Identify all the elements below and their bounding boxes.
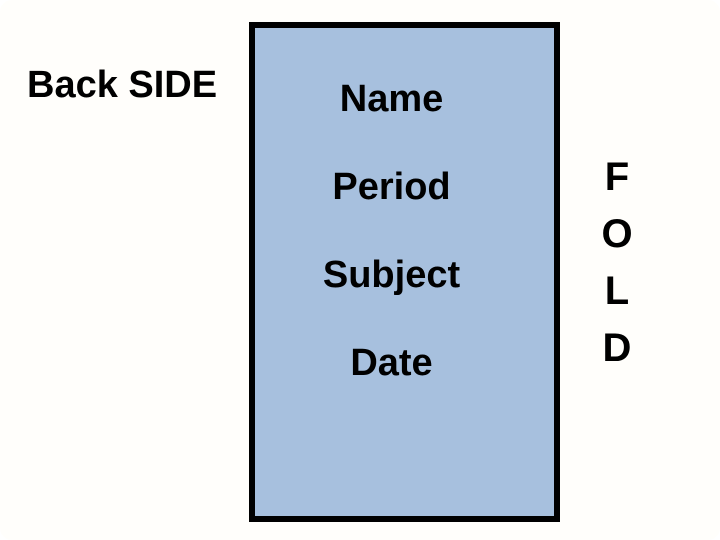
fold-letter-o: O bbox=[601, 212, 633, 256]
card-label-name: Name bbox=[339, 78, 444, 120]
fold-letter-f: F bbox=[604, 155, 630, 199]
card-label-period: Period bbox=[332, 166, 451, 208]
foldable-card: Name Period Subject Date bbox=[249, 22, 560, 522]
fold-letter-l: L bbox=[604, 269, 630, 313]
fold-letter-d: D bbox=[602, 326, 632, 370]
card-label-subject: Subject bbox=[322, 254, 461, 296]
back-side-label: Back SIDE bbox=[27, 64, 218, 106]
card-label-date: Date bbox=[350, 342, 433, 384]
fold-label-column: F O L D bbox=[597, 149, 637, 377]
